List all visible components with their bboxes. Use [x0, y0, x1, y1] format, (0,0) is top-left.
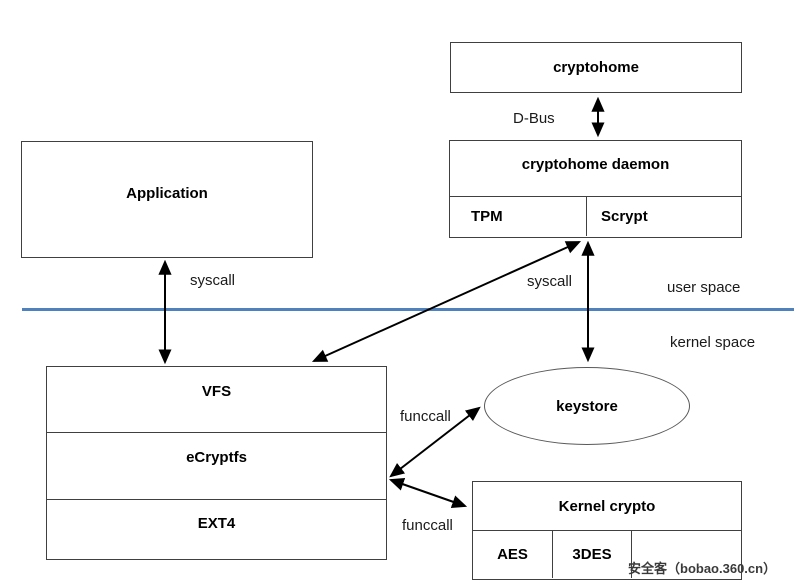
kernel-space-label: kernel space [670, 334, 756, 351]
cryptohome-daemon-header: cryptohome daemon [450, 141, 741, 197]
ecryptfs-label: eCryptfs [186, 448, 247, 466]
arrow-ecryptfs-kernelcrypto [388, 477, 468, 509]
cryptohome-box: cryptohome [450, 42, 742, 93]
3des-label: 3DES [572, 546, 612, 563]
kernel-crypto-box: Kernel crypto AES 3DES [472, 481, 742, 580]
keystore-ellipse: keystore [484, 367, 690, 445]
dbus-label: D-Bus [513, 110, 555, 127]
user-kernel-divider-line [22, 308, 794, 311]
tpm-cell: TPM [450, 197, 587, 236]
cryptohome-daemon-label: cryptohome daemon [521, 156, 670, 173]
daemon-sub-row: TPM Scrypt [450, 197, 741, 236]
cryptohome-daemon-box: cryptohome daemon TPM Scrypt [449, 140, 742, 238]
kernel-crypto-header: Kernel crypto [473, 482, 741, 531]
syscall-left-label: syscall [190, 272, 236, 289]
filesystem-stack-box: VFS eCryptfs EXT4 [46, 366, 387, 560]
watermark-text: 安全客（bobao.360.cn） [628, 561, 777, 576]
kernel-crypto-label: Kernel crypto [558, 497, 656, 515]
application-label: Application [126, 185, 208, 202]
arrow-daemon-vfs [311, 241, 582, 362]
vfs-label: VFS [201, 383, 232, 400]
kernel-crypto-sub-row: AES 3DES [473, 531, 741, 578]
funccall-keystore-label: funccall [400, 408, 451, 425]
scrypt-cell: Scrypt [587, 197, 741, 236]
ext4-row: EXT4 [47, 500, 386, 555]
ecryptfs-row: eCryptfs [47, 433, 386, 500]
3des-cell: 3DES [553, 531, 632, 578]
aes-label: AES [497, 546, 528, 563]
scrypt-label: Scrypt [601, 208, 648, 225]
syscall-right-label: syscall [527, 273, 573, 290]
vfs-row: VFS [47, 367, 386, 433]
application-box: Application [21, 141, 313, 258]
funccall-crypto-label: funccall [402, 517, 453, 534]
keystore-label: keystore [556, 397, 618, 415]
tpm-label: TPM [471, 208, 503, 225]
ext4-label: EXT4 [197, 515, 236, 532]
user-space-label: user space [667, 279, 741, 296]
cryptohome-label: cryptohome [553, 59, 639, 76]
aes-cell: AES [473, 531, 553, 578]
